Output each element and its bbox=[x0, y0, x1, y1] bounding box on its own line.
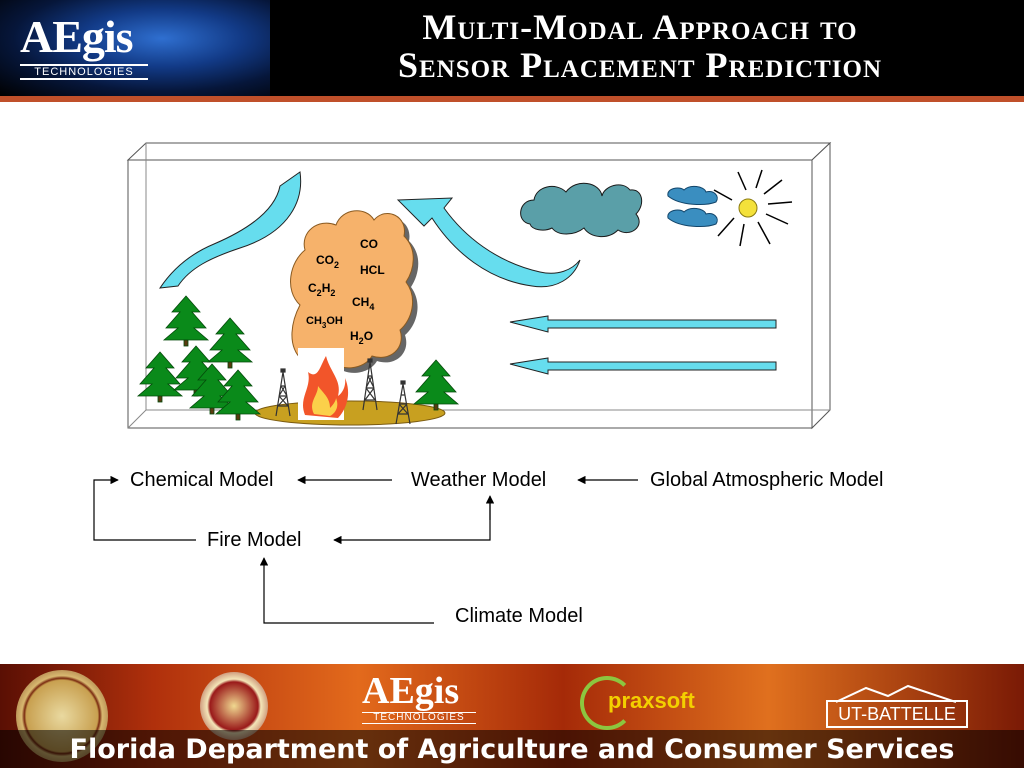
arrow-climate-to-fire bbox=[259, 557, 434, 624]
straight-arrow-top bbox=[509, 315, 777, 333]
weather-model-label: Weather Model bbox=[411, 469, 547, 491]
molecule-ch3oh: CH3OH bbox=[306, 315, 343, 330]
tree-icons bbox=[136, 295, 460, 421]
scene-diagram: CO CO2 HCL C2H2 CH4 CH3OH H2O bbox=[126, 141, 832, 430]
sun-icon bbox=[713, 169, 793, 247]
molecule-labels: CO CO2 HCL C2H2 CH4 CH3OH H2O bbox=[306, 237, 385, 346]
smoke-cloud bbox=[290, 210, 419, 374]
molecule-ch4: CH4 bbox=[352, 295, 374, 312]
arrow-fire-to-chemical bbox=[93, 475, 196, 541]
aegis-logo: AEgis bbox=[20, 11, 134, 62]
blue-clouds-icon bbox=[667, 185, 718, 227]
molecule-co: CO bbox=[360, 237, 378, 251]
cloud-icon bbox=[520, 182, 643, 237]
flow-connectors bbox=[93, 475, 638, 624]
header-divider bbox=[0, 96, 1024, 102]
straight-arrow-bottom bbox=[509, 357, 777, 375]
climate-model-label: Climate Model bbox=[455, 605, 583, 627]
molecule-c2h2: C2H2 bbox=[308, 281, 335, 298]
ut-battelle-mountain-icon bbox=[836, 684, 956, 703]
fire-icon bbox=[298, 348, 349, 420]
derrick-icons bbox=[275, 358, 411, 425]
wind-arrow-left bbox=[158, 171, 302, 289]
header-logo-background bbox=[0, 0, 270, 96]
fsu-seal-logo bbox=[200, 672, 268, 740]
ut-battelle-logo: UT-BATTELLE bbox=[826, 700, 968, 728]
praxsoft-logo: praxsoft bbox=[608, 688, 695, 713]
slide-title-line2: Sensor Placement Prediction bbox=[397, 45, 883, 85]
footer-aegis-logo: AEgis bbox=[362, 670, 460, 712]
molecule-h2o: H2O bbox=[350, 329, 373, 346]
fire-model-label: Fire Model bbox=[207, 529, 302, 551]
praxsoft-swirl-icon bbox=[580, 676, 634, 730]
slide-title: Multi-Modal Approach to Sensor Placement… bbox=[280, 8, 1000, 84]
footer-aegis-subtext: TECHNOLOGIES bbox=[362, 712, 476, 724]
header-bar: AEgis TECHNOLOGIES Multi-Modal Approach … bbox=[0, 0, 1024, 96]
wind-arrow-right bbox=[396, 197, 581, 288]
footer-text-band bbox=[0, 730, 1024, 768]
chemical-model-label: Chemical Model bbox=[130, 469, 274, 491]
department-name: Florida Department of Agriculture and Co… bbox=[69, 734, 955, 765]
slide-title-line1: Multi-Modal Approach to bbox=[422, 7, 858, 47]
arrow-fire-weather-link bbox=[333, 500, 491, 545]
molecule-hcl: HCL bbox=[360, 263, 385, 277]
global-atmospheric-model-label: Global Atmospheric Model bbox=[650, 469, 884, 491]
molecule-co2: CO2 bbox=[316, 253, 339, 270]
aegis-logo-subtext: TECHNOLOGIES bbox=[20, 64, 148, 80]
